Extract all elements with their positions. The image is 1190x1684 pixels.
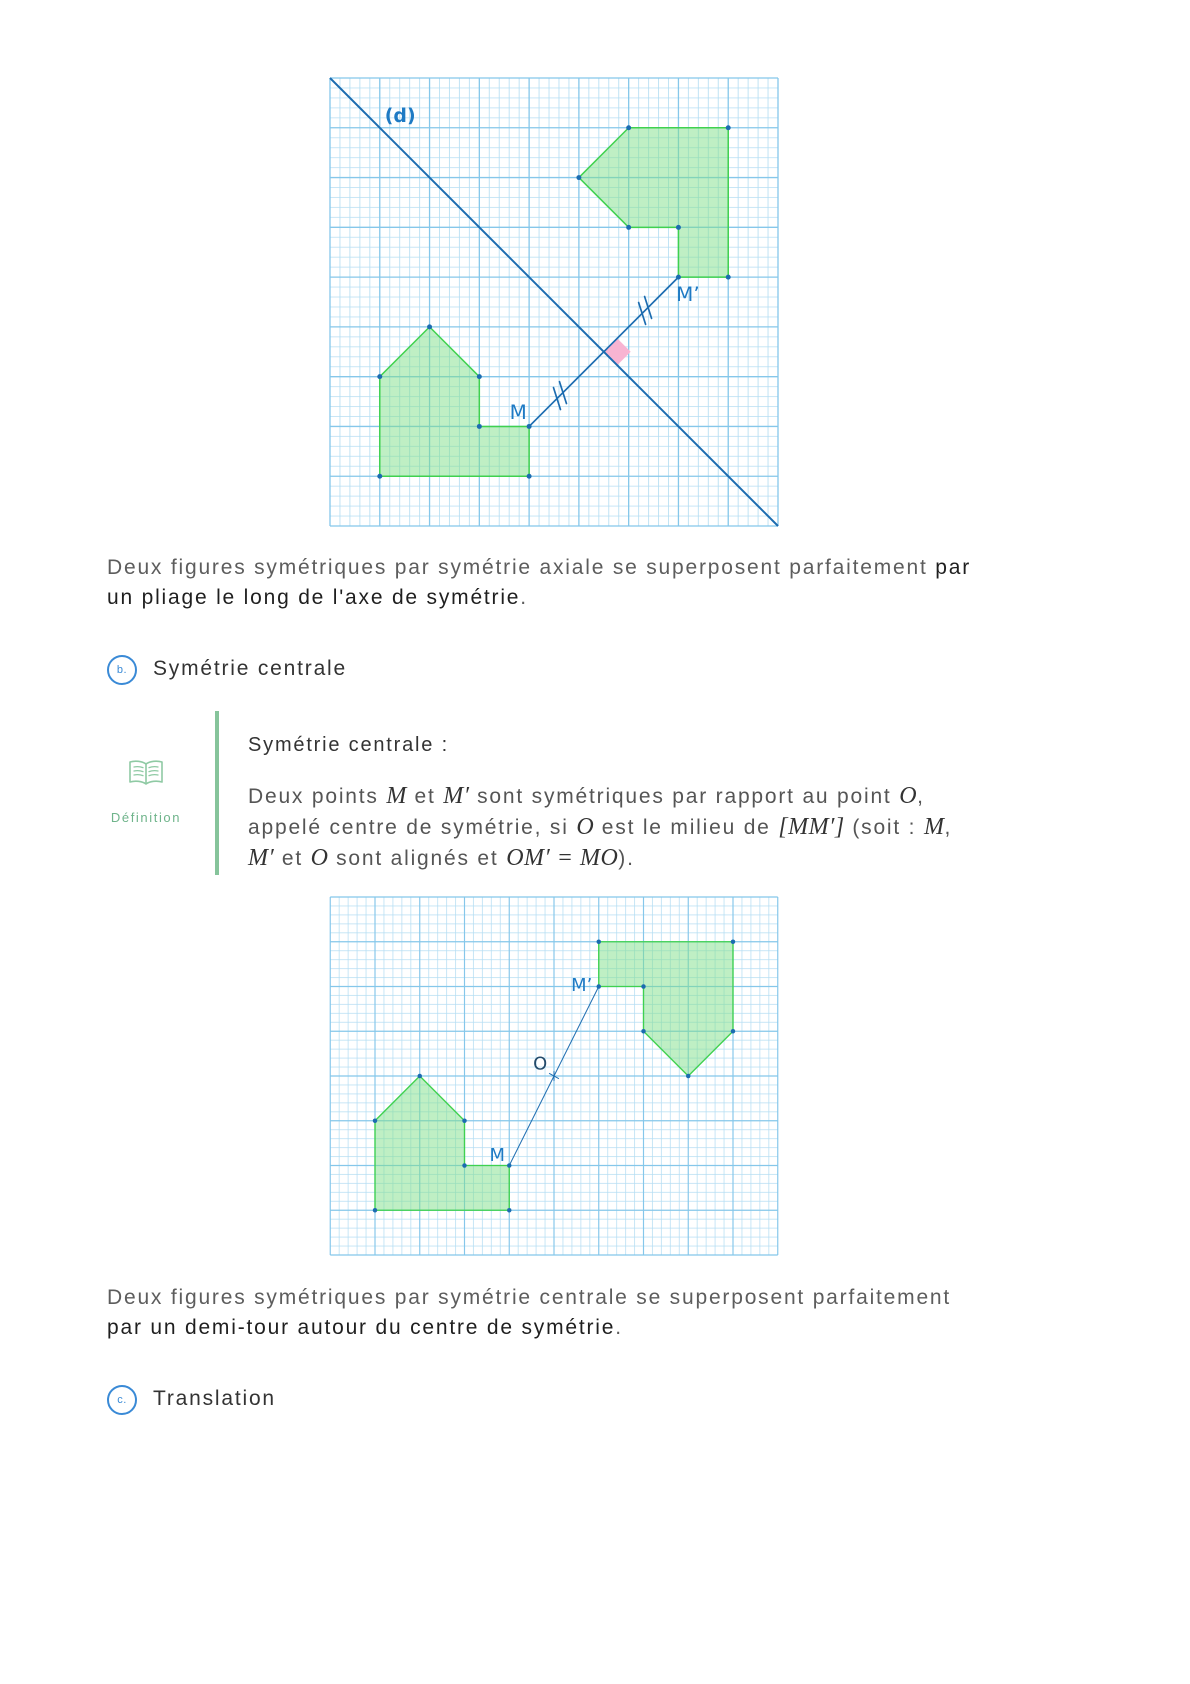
- vertex-dot: [725, 125, 731, 131]
- tick-mark: [637, 301, 647, 326]
- axial-symmetry-note: Deux figures symétriques par symétrie ax…: [107, 553, 971, 613]
- definition-text-segment: ,: [944, 816, 953, 839]
- vertex-dot: [686, 1073, 691, 1079]
- definition-text-segment: appelé centre de symétrie, si: [248, 816, 577, 839]
- vertex-dot: [372, 1208, 378, 1213]
- vertex-dot: [507, 1208, 512, 1213]
- vertex-dot: [626, 224, 632, 230]
- point-m-prime-dot: [596, 984, 601, 989]
- tick-mark: [643, 295, 653, 320]
- math-symbol: M′: [248, 845, 275, 871]
- note-line: Deux figures symétriques par symétrie ax…: [107, 553, 971, 583]
- vertex-dots: [377, 125, 731, 479]
- tick-mark: [552, 386, 562, 411]
- note-text: .: [520, 586, 528, 609]
- section-title: Symétrie centrale: [153, 657, 347, 680]
- vertex-dot: [725, 274, 731, 280]
- definition-title: Symétrie centrale :: [248, 734, 449, 756]
- definition-text: Deux points M et M′ sont symétriques par…: [248, 781, 952, 874]
- central-symmetry-figure: M’ O M: [329, 896, 779, 1256]
- segment-m-m-prime: [528, 276, 680, 428]
- vertex-dot: [576, 175, 582, 181]
- vertex-dot: [377, 374, 383, 380]
- point-m-prime-label: M’: [676, 283, 700, 306]
- vertex-dot: [377, 473, 383, 479]
- symmetry-axis-d: [329, 77, 779, 527]
- math-symbol: M: [923, 814, 945, 840]
- center-cross-mark: [548, 1071, 560, 1081]
- vertex-dot: [476, 374, 482, 380]
- definition-line: appelé centre de symétrie, si O est le m…: [248, 812, 952, 843]
- symmetric-figure: [578, 127, 729, 278]
- note-emphasis: par: [935, 556, 971, 579]
- point-m-dot: [526, 423, 532, 429]
- vertex-dot: [372, 1118, 378, 1123]
- original-figure: [374, 1075, 510, 1211]
- math-symbol: O: [310, 845, 329, 871]
- point-m-label: M: [489, 1145, 504, 1166]
- vertex-dot: [675, 224, 681, 230]
- section-marker-b: b.: [107, 655, 137, 685]
- vertex-dot: [641, 984, 646, 989]
- vertex-dot: [730, 1029, 736, 1034]
- note-emphasis: par un demi-tour autour du centre de sym…: [107, 1316, 616, 1339]
- definition-text-segment: sont symétriques par rapport au point: [469, 785, 900, 808]
- note-emphasis: un pliage le long de l'axe de symétrie: [107, 586, 521, 609]
- section-title: Translation: [153, 1387, 276, 1410]
- definition-line: M′ et O sont alignés et OM′ = MO).: [248, 843, 952, 874]
- definition-text-segment: ).: [618, 847, 635, 870]
- point-m-prime-dot: [675, 274, 681, 280]
- vertex-dot: [730, 939, 736, 944]
- definition-text-segment: et: [274, 847, 311, 870]
- math-symbol: M: [386, 783, 407, 809]
- note-line: par un demi-tour autour du centre de sym…: [107, 1313, 951, 1343]
- point-m-label: M: [510, 401, 527, 424]
- math-symbol: O: [899, 783, 918, 809]
- definition-text-segment: (soit :: [844, 816, 924, 839]
- definition-bar: [215, 711, 219, 875]
- axial-symmetry-figure: (d) M M’: [329, 77, 779, 527]
- math-symbol: O: [576, 814, 595, 840]
- central-symmetry-note: Deux figures symétriques par symétrie ce…: [107, 1283, 951, 1343]
- vertex-dot: [462, 1163, 467, 1168]
- open-book-icon: [129, 760, 163, 785]
- vertex-dots: [372, 939, 736, 1213]
- axis-label: (d): [385, 105, 416, 127]
- vertex-dot: [626, 125, 632, 131]
- vertex-dot: [427, 324, 433, 330]
- note-line: un pliage le long de l'axe de symétrie.: [107, 583, 971, 613]
- center-o-label: O: [533, 1053, 547, 1074]
- vertex-dot: [462, 1118, 467, 1123]
- book-page-lines: [133, 765, 159, 777]
- math-symbol: [MM′]: [778, 814, 845, 840]
- vertex-dot: [526, 473, 532, 479]
- vertex-dot: [417, 1073, 422, 1079]
- section-marker-c: c.: [107, 1385, 137, 1415]
- definition-label: Définition: [110, 810, 182, 825]
- equal-length-ticks: [552, 295, 653, 411]
- vertex-dot: [641, 1029, 646, 1034]
- note-text: Deux figures symétriques par symétrie ax…: [107, 556, 928, 579]
- math-symbol: M′: [443, 783, 470, 809]
- tick-mark: [558, 380, 568, 405]
- definition-text-segment: et: [406, 785, 444, 808]
- point-m-dot: [507, 1163, 512, 1168]
- symmetric-figure: [598, 941, 734, 1077]
- original-figure: [379, 326, 530, 477]
- grid-major-lines: [329, 77, 779, 527]
- definition-text-segment: Deux points: [248, 785, 387, 808]
- vertex-dot: [596, 939, 601, 944]
- note-text: Deux figures symétriques par symétrie ce…: [107, 1286, 952, 1309]
- note-text: .: [615, 1316, 623, 1339]
- definition-line: Deux points M et M′ sont symétriques par…: [248, 781, 952, 812]
- point-m-prime-label: M’: [571, 975, 592, 996]
- definition-text-segment: ,: [917, 785, 925, 808]
- definition-text-segment: est le milieu de: [594, 816, 779, 839]
- note-line: Deux figures symétriques par symétrie ce…: [107, 1283, 951, 1313]
- math-symbol: OM′ = MO: [506, 845, 619, 871]
- vertex-dot: [476, 423, 482, 429]
- definition-text-segment: sont alignés et: [328, 847, 507, 870]
